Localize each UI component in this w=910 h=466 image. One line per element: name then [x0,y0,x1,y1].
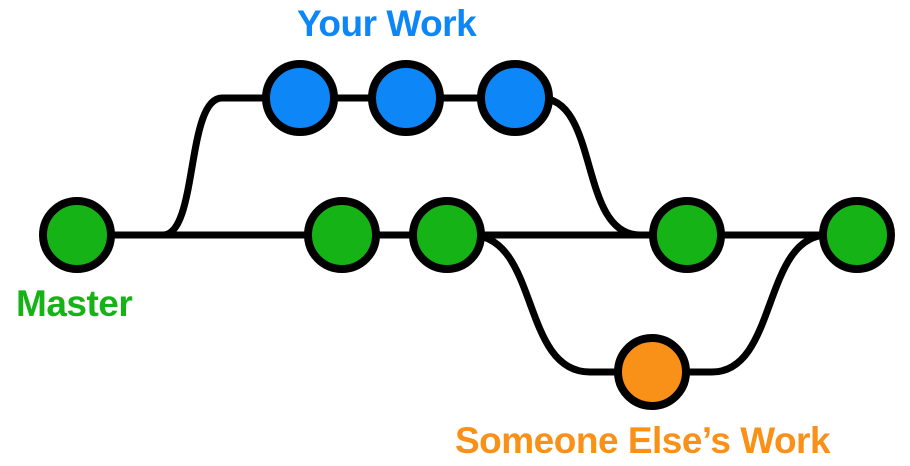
commit-node-master-2[interactable] [304,197,380,273]
branch-out-curve-your-work [162,94,284,239]
branch-out-curve-someone-else [469,231,632,376]
merge-curve-someone-else [676,231,829,376]
commit-node-master-3[interactable] [409,197,485,273]
commit-nodes [39,60,895,410]
merge-curve-your-work [539,94,641,239]
branch-label-master: Master [16,283,133,324]
commit-node-your-work-3[interactable] [477,60,553,136]
commit-node-master-1[interactable] [39,197,115,273]
commit-node-master-4[interactable] [649,197,725,273]
commit-node-your-work-1[interactable] [262,60,338,136]
commit-node-your-work-2[interactable] [368,60,444,136]
connector-lines [105,94,870,376]
branch-label-your-work: Your Work [297,3,477,44]
branch-label-someone-elses-work: Someone Else’s Work [455,420,831,461]
commit-node-master-5[interactable] [819,197,895,273]
commit-node-someone-else-1[interactable] [614,334,690,410]
